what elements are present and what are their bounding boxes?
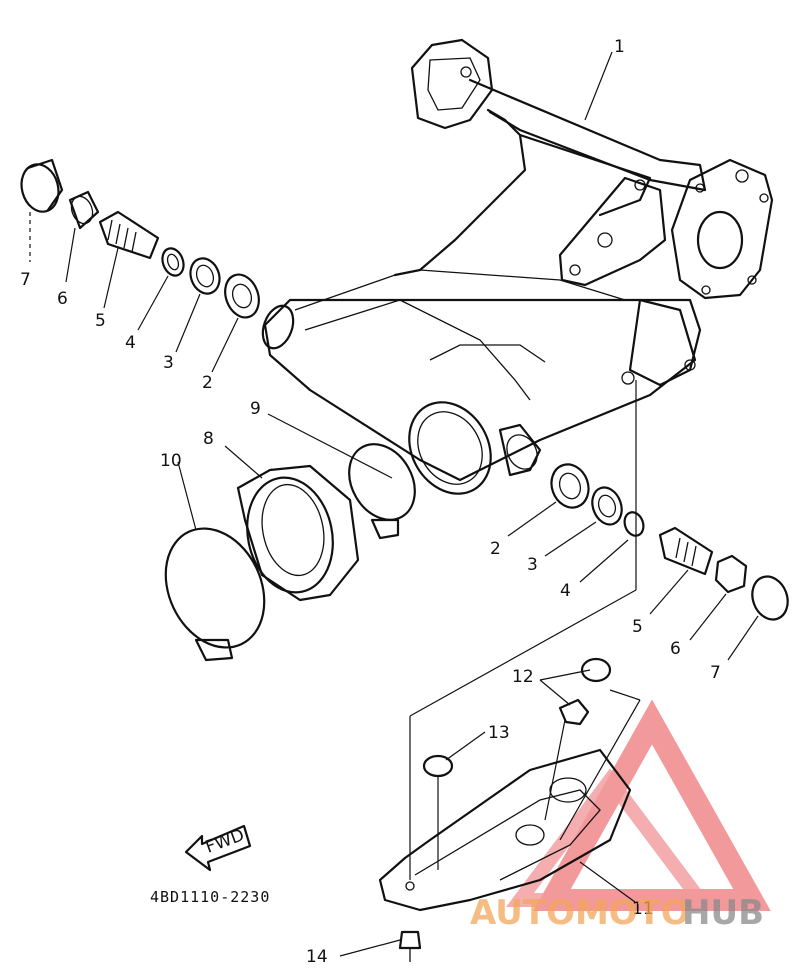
callout-2-right: 2 <box>490 539 501 559</box>
callout-14: 14 <box>306 947 328 967</box>
automotohub-wordmark: AUTOMOTO HUB <box>470 893 764 933</box>
callout-9: 9 <box>250 399 261 419</box>
leader-lines <box>29 51 759 957</box>
callout-3-right: 3 <box>527 555 538 575</box>
wordmark-part1: AUTOMOTO <box>470 893 690 933</box>
left-pivot-parts <box>20 158 260 319</box>
automotohub-logo <box>506 699 771 911</box>
drawing-code: 4BD1110-2230 <box>150 888 270 906</box>
callout-4-right: 4 <box>560 581 571 601</box>
callout-numbers: 1 2 3 4 5 6 7 8 9 10 2 3 4 5 6 7 11 12 1… <box>20 37 721 967</box>
callout-4-left: 4 <box>125 333 136 353</box>
callout-8: 8 <box>203 429 214 449</box>
fwd-arrow: FWD <box>184 824 252 872</box>
callout-5-left: 5 <box>95 311 106 331</box>
callout-11: 11 <box>632 899 654 919</box>
right-pivot-parts <box>550 463 789 621</box>
callout-2-left: 2 <box>202 373 213 393</box>
callout-5-right: 5 <box>632 617 643 637</box>
lower-cover <box>378 657 632 962</box>
callout-6-left: 6 <box>57 289 68 309</box>
callout-1: 1 <box>614 37 625 57</box>
callout-12: 12 <box>512 667 534 687</box>
wordmark-part2: HUB <box>682 893 764 933</box>
swingarm <box>261 38 774 495</box>
callout-13: 13 <box>488 723 510 743</box>
callout-6-right: 6 <box>670 639 681 659</box>
boot-and-clamps <box>164 443 416 662</box>
fwd-label: FWD <box>203 825 247 857</box>
callout-7-left: 7 <box>20 270 31 290</box>
callout-10: 10 <box>160 451 182 471</box>
callout-7-right: 7 <box>710 663 721 683</box>
callout-3-left: 3 <box>163 353 174 373</box>
